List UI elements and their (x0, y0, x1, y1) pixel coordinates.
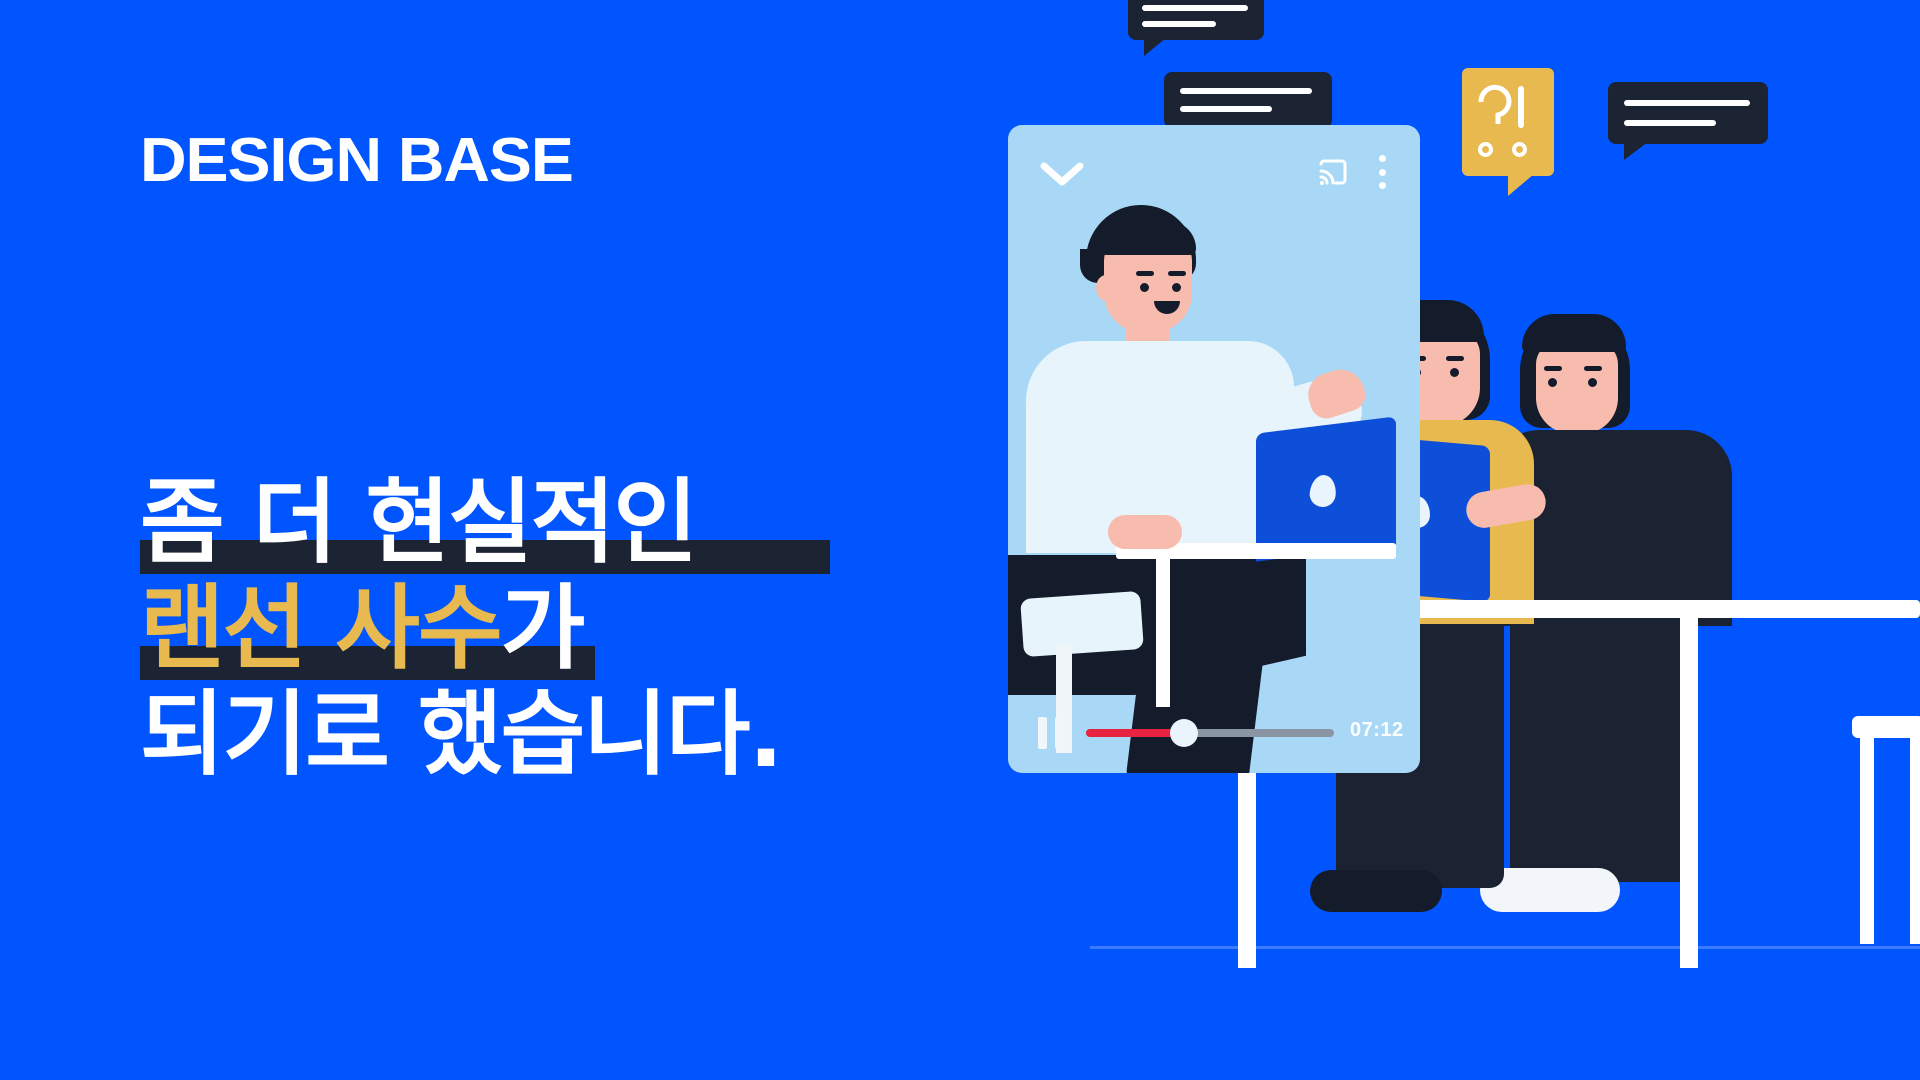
bubble-line (1624, 120, 1716, 126)
bubble-line (1180, 106, 1272, 112)
bubble-tail (1508, 174, 1534, 196)
bubble-tail (1144, 38, 1166, 56)
headline-line-2-highlight: 랜선 사수 (140, 575, 503, 682)
bubble-line (1142, 5, 1248, 11)
presenter-fringe (1100, 221, 1196, 255)
presenter-eye (1172, 283, 1181, 292)
illustration: 07:12 (980, 0, 1920, 1080)
floor-line (1090, 946, 1920, 949)
person-back-eye (1548, 378, 1557, 387)
pause-icon[interactable] (1038, 717, 1064, 749)
presenter-chair-seat (1020, 590, 1144, 658)
person-back-brow (1544, 366, 1562, 371)
progress-thumb[interactable] (1170, 719, 1198, 747)
brand-logo: DESIGN BASE (140, 126, 574, 195)
presenter-mouth (1154, 301, 1180, 314)
chat-bubble-second (1164, 72, 1332, 144)
table-leg (1680, 616, 1698, 968)
chair-right-leg (1860, 736, 1874, 944)
headline-underline-1 (140, 540, 830, 574)
person-back-legs (1510, 616, 1688, 882)
video-timestamp: 07:12 (1350, 719, 1404, 741)
presenter-desk-leg (1156, 557, 1170, 707)
person-back-eye (1588, 378, 1597, 387)
pause-bar (1055, 717, 1064, 749)
person-front-shoe (1310, 870, 1442, 912)
chat-bubble-top (1128, 0, 1264, 56)
menu-dot (1378, 182, 1386, 189)
person-front-brow (1446, 356, 1464, 361)
exclamation-dot-icon (1512, 142, 1527, 157)
chair-right-leg (1910, 736, 1920, 944)
exclamation-bar-icon (1518, 86, 1524, 128)
chat-bubble-right (1608, 82, 1768, 160)
kebab-menu-icon[interactable] (1378, 155, 1386, 189)
bubble-line (1142, 21, 1216, 27)
menu-dot (1378, 155, 1386, 162)
headline-block: 좀 더 현실적인 랜선 사수가 되기로 했습니다. (140, 469, 830, 788)
person-back-fringe (1522, 314, 1626, 352)
presenter-desk (1116, 543, 1396, 559)
headline-underline-2 (140, 646, 595, 680)
presenter-eye (1140, 283, 1149, 292)
progress-played (1086, 729, 1182, 737)
question-mark-icon (1476, 84, 1516, 142)
chair-right-seat (1852, 716, 1920, 738)
person-back-face (1536, 342, 1618, 434)
bubble-line (1180, 88, 1312, 94)
bubble-line (1624, 100, 1750, 106)
presenter-hand-on-desk (1108, 515, 1182, 549)
presenter-ear (1096, 275, 1116, 301)
progress-track[interactable] (1086, 719, 1334, 747)
bubble-tail (1624, 142, 1648, 160)
person-front-eye (1450, 368, 1459, 377)
headline-line-3-text: 되기로 했습니다. (140, 681, 783, 788)
headline-line-2-suffix: 가 (500, 575, 586, 682)
question-dot-icon (1478, 142, 1493, 157)
menu-dot (1378, 168, 1386, 176)
presenter-brow (1136, 271, 1154, 276)
chevron-down-icon[interactable] (1040, 161, 1084, 187)
headline-line-1-text: 좀 더 현실적인 (140, 469, 698, 576)
pause-bar (1038, 717, 1047, 749)
headline-line-2: 랜선 사수가 (140, 576, 781, 682)
question-exclaim-bubble (1462, 68, 1554, 196)
headline-line-3: 되기로 했습니다. (140, 681, 783, 788)
person-back-brow (1584, 366, 1602, 371)
headline-line-1: 좀 더 현실적인 (140, 469, 830, 576)
video-call-panel[interactable]: 07:12 (1008, 125, 1420, 773)
cast-icon[interactable] (1318, 157, 1348, 187)
video-controls[interactable]: 07:12 (1008, 687, 1420, 773)
presenter-brow (1168, 271, 1186, 276)
